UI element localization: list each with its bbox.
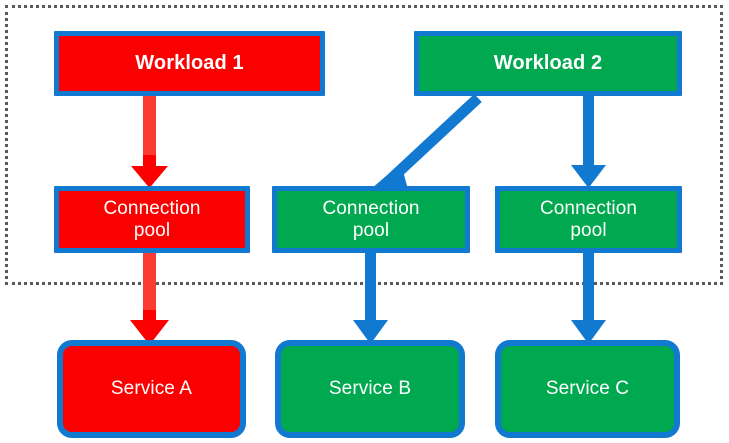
node-connection-pool-3[interactable]: Connection pool bbox=[495, 186, 682, 253]
node-service-c[interactable]: Service C bbox=[495, 340, 680, 438]
node-connection-pool-1[interactable]: Connection pool bbox=[54, 186, 250, 253]
node-service-b[interactable]: Service B bbox=[275, 340, 465, 438]
node-workload-1[interactable]: Workload 1 bbox=[54, 31, 325, 96]
node-connection-pool-2[interactable]: Connection pool bbox=[272, 186, 470, 253]
node-workload-2[interactable]: Workload 2 bbox=[414, 31, 682, 96]
region-boundary bbox=[5, 5, 723, 285]
node-service-a[interactable]: Service A bbox=[57, 340, 246, 438]
